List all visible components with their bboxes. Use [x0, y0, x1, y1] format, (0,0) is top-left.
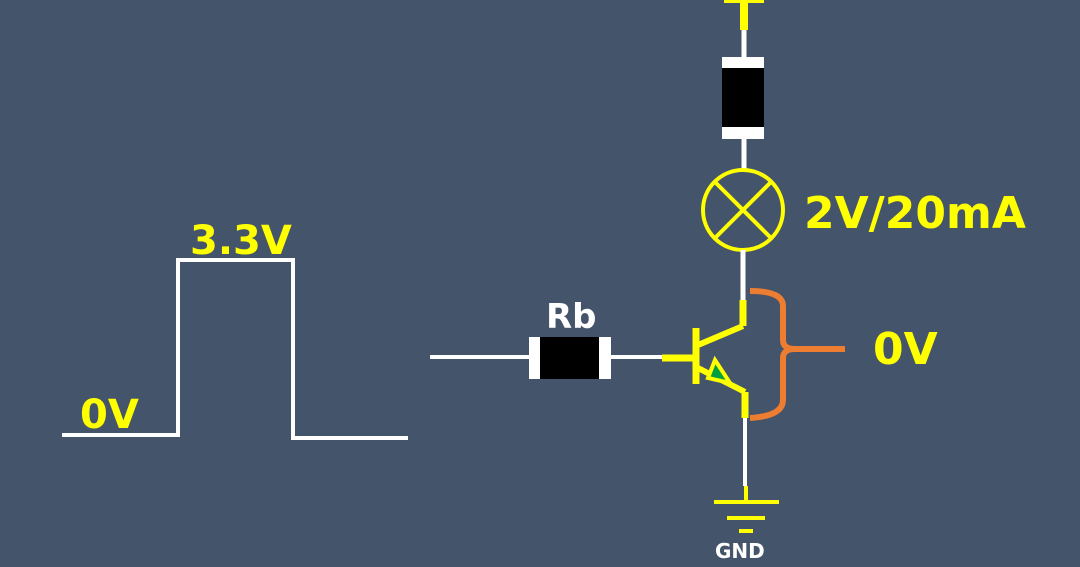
collector-resistor [722, 57, 764, 170]
supply-terminal [724, 0, 764, 58]
npn-transistor [662, 300, 749, 418]
ground-label: GND [715, 539, 765, 563]
lamp-symbol [701, 168, 785, 252]
base-resistor [529, 337, 611, 379]
emitter-arrow-icon [705, 355, 735, 387]
vce-bracket [749, 288, 845, 421]
square-wave-signal [62, 258, 408, 440]
waveform-low-label: 0V [80, 392, 139, 438]
base-resistor-label: Rb [546, 297, 597, 337]
lamp-rating-label: 2V/20mA [804, 188, 1026, 239]
waveform-high-label: 3.3V [190, 218, 292, 264]
vce-voltage-label: 0V [873, 324, 938, 375]
ground-icon [714, 486, 779, 533]
